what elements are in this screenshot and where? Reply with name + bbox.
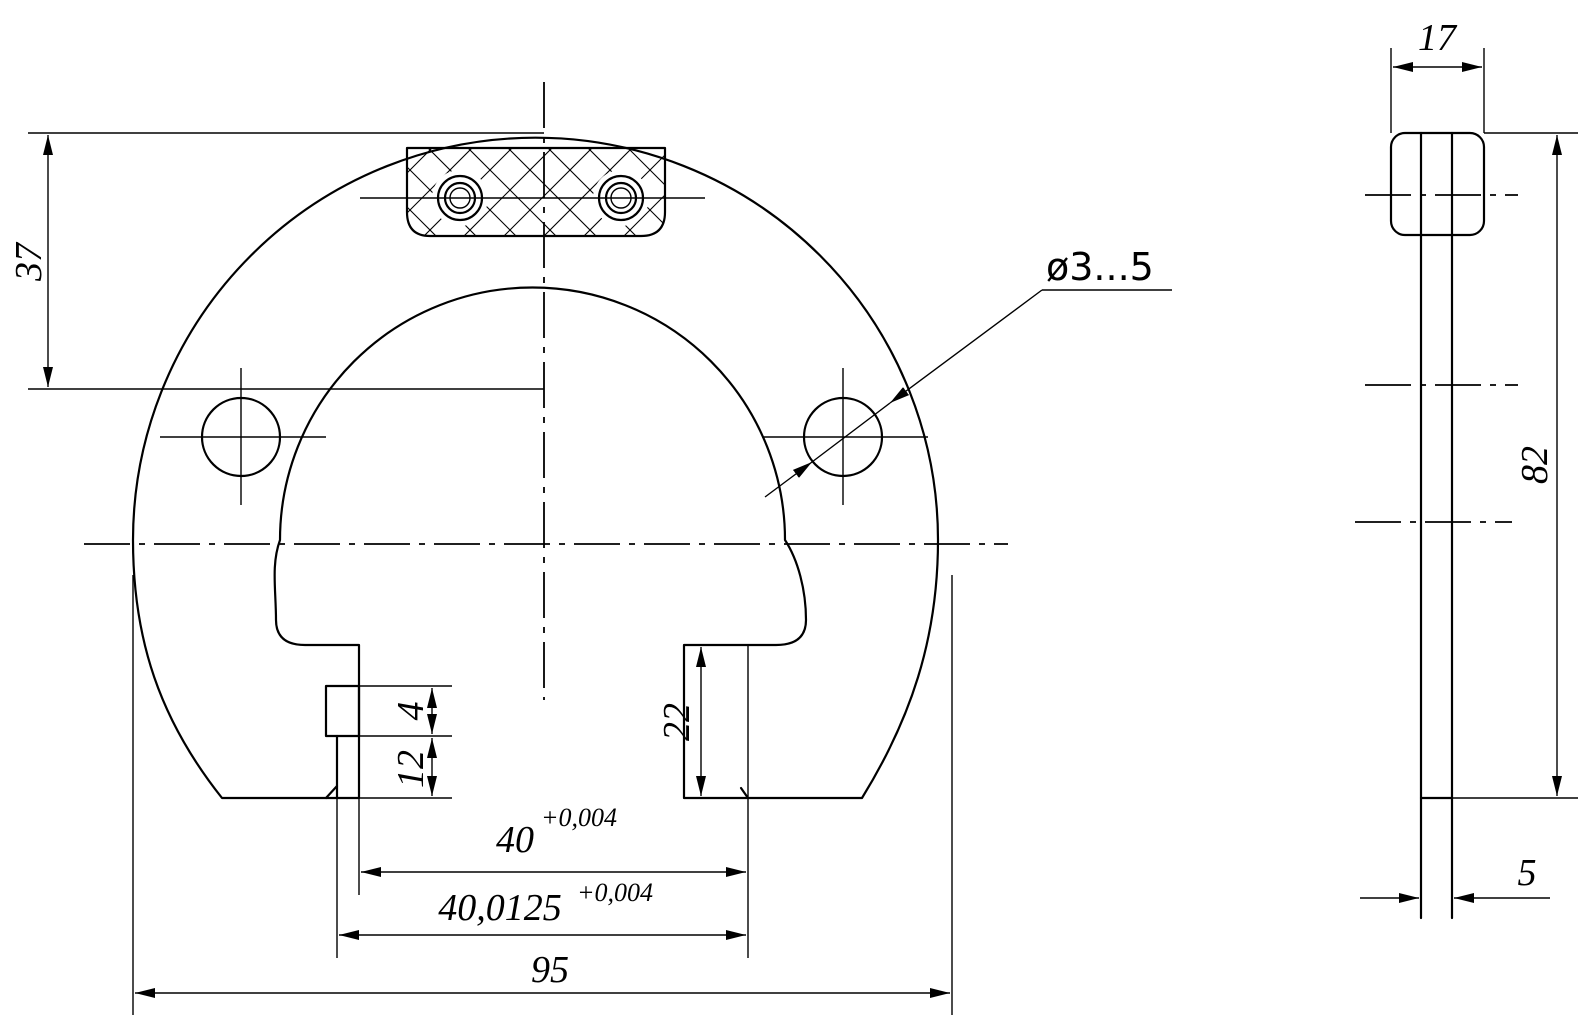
dim-37: 37 [8, 132, 544, 390]
center-lines [84, 82, 1008, 700]
dim-22-label: 22 [656, 703, 698, 741]
dim-40-tolerance: +0,004 [541, 803, 617, 832]
dim-82-label: 82 [1514, 446, 1556, 484]
dim-95: 95 [135, 949, 950, 998]
dim-82: 82 [1452, 132, 1578, 799]
side-grip [1389, 131, 1486, 237]
dim-17-label: 17 [1418, 17, 1458, 59]
grip-area [360, 146, 705, 238]
dim-40-0125: 40,0125 +0,004 [339, 878, 746, 940]
dim-12-label: 12 [390, 750, 432, 788]
dim-95-label: 95 [531, 949, 569, 991]
dim-17: 17 [1390, 17, 1485, 133]
front-view: 37 ø3...5 4 12 22 [8, 82, 1172, 1015]
dim-37-label: 37 [8, 241, 50, 282]
dim-4-label: 4 [390, 702, 432, 721]
dim-hole-diameter-label: ø3...5 [1046, 245, 1154, 289]
dim-40-label: 40 [496, 819, 534, 861]
side-view: 17 82 5 [1355, 17, 1578, 920]
dim-40-0125-label: 40,0125 [438, 887, 562, 929]
dim-40-0125-tolerance: +0,004 [577, 878, 653, 907]
dim-5-label: 5 [1518, 852, 1537, 894]
dim-4-12: 4 12 [359, 685, 452, 799]
dim-5: 5 [1360, 852, 1550, 903]
dim-hole-diameter: ø3...5 [764, 245, 1172, 498]
body-outline [131, 136, 940, 800]
dim-22: 22 [656, 647, 706, 796]
dim-40: 40 +0,004 [361, 803, 746, 877]
gauge-step [324, 684, 361, 738]
